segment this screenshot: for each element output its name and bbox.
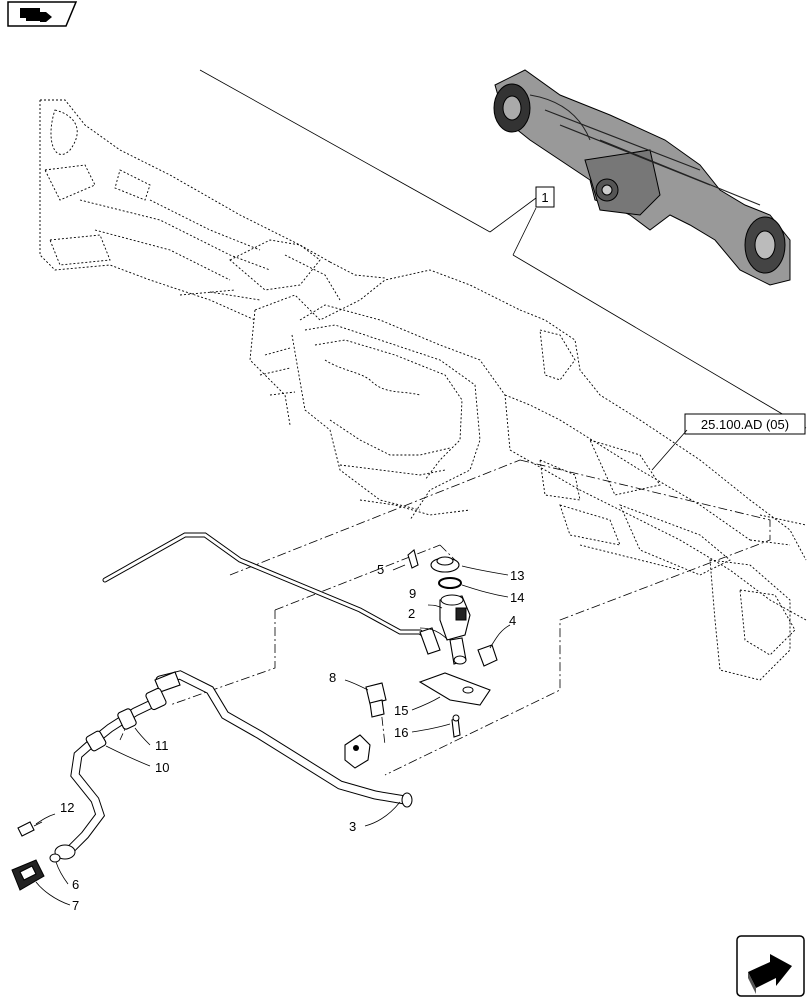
callout-11: 11	[155, 738, 169, 753]
callout-2: 2	[408, 606, 415, 621]
mounting-hardware	[365, 672, 491, 738]
callout-12: 12	[60, 800, 74, 815]
callout-8: 8	[329, 670, 336, 685]
callout-4: 4	[509, 613, 516, 628]
axle-thumbnail	[493, 69, 791, 286]
callout-6: 6	[72, 877, 79, 892]
callout-16: 16	[394, 725, 408, 740]
reference-link-label: 25.100.AD (05)	[701, 417, 789, 432]
reference-box-1[interactable]: 1	[535, 186, 555, 208]
callout-10: 10	[155, 760, 169, 775]
callout-3: 3	[349, 819, 356, 834]
callout-5: 5	[377, 562, 384, 577]
reference-link-box[interactable]: 25.100.AD (05)	[651, 413, 806, 471]
reference-box-label: 1	[541, 190, 548, 205]
axle-housing-drawing	[39, 99, 807, 681]
reference-lines	[199, 69, 807, 429]
callout-9: 9	[409, 586, 416, 601]
callout-14: 14	[510, 590, 524, 605]
callout-7: 7	[72, 898, 79, 913]
book-arrow-icon[interactable]	[7, 1, 78, 27]
sensor-cable	[11, 687, 167, 891]
callout-leaders	[35, 564, 511, 906]
callout-13: 13	[510, 568, 524, 583]
callout-labels: 5 13 14 9 2 4 8 15 16 11 10 3 12 6 7	[60, 562, 524, 913]
harness-tube	[102, 532, 433, 808]
sensor-assembly	[407, 549, 498, 667]
callout-15: 15	[394, 703, 408, 718]
next-page-arrow-icon[interactable]	[736, 935, 805, 997]
